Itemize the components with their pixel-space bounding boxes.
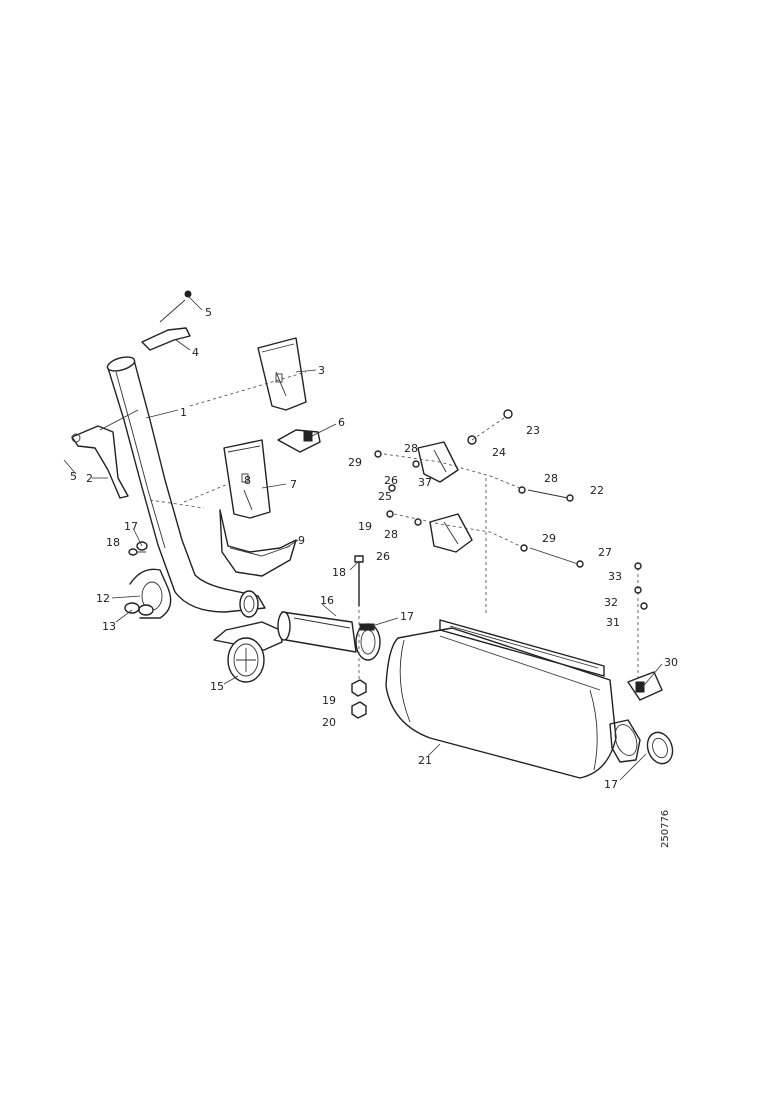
- bolt-part-18: [354, 555, 364, 607]
- callout-29c: 19: [358, 520, 372, 533]
- callout-29b: 29: [542, 532, 556, 545]
- callout-7: 7: [290, 478, 297, 491]
- callout-18a: 18: [106, 536, 120, 549]
- clamp-part-17-rear: [646, 731, 674, 765]
- callout-2: 2: [86, 472, 93, 485]
- bolt-part-18-left: [128, 548, 146, 556]
- callout-17a: 17: [124, 520, 138, 533]
- callout-19a: 19: [322, 694, 336, 707]
- callout-24: 24: [492, 446, 506, 459]
- bracket-part-4: [141, 290, 192, 351]
- callout-17b: 17: [400, 610, 414, 623]
- callout-13: 13: [102, 620, 116, 633]
- callout-28b: 28: [384, 528, 398, 541]
- heat-shield-part-3: [257, 337, 307, 411]
- callout-12: 12: [96, 592, 110, 605]
- bolt-part-27: [529, 547, 584, 568]
- callout-17c: 17: [604, 778, 618, 791]
- nut-part-25: [388, 484, 396, 492]
- callout-29a: 29: [348, 456, 362, 469]
- bracket-part-6: [277, 429, 321, 453]
- callout-21: 21: [418, 754, 432, 767]
- callout-37: 37: [418, 476, 432, 489]
- nut-part-19: [351, 679, 367, 697]
- callout-16: 16: [320, 594, 334, 607]
- callout-15: 15: [210, 680, 224, 693]
- callout-18b: 18: [332, 566, 346, 579]
- assembly-lines: [149, 371, 639, 682]
- washer-part-29: [374, 450, 528, 552]
- bolt-part-22: [527, 489, 574, 502]
- callout-1: 1: [180, 406, 187, 419]
- callout-4: 4: [192, 346, 199, 359]
- drawing-reference-number: 250776: [660, 810, 671, 848]
- callout-6: 6: [338, 416, 345, 429]
- callout-5: 5: [205, 306, 212, 319]
- silencer-part-21: [385, 627, 641, 779]
- callout-26b: 26: [376, 550, 390, 563]
- bolt-part-13: [124, 602, 154, 616]
- callout-25: 25: [378, 490, 392, 503]
- bracket-part-9: [219, 509, 297, 577]
- callout-22: 22: [590, 484, 604, 497]
- down-pipe-part-1: [106, 356, 266, 613]
- hanger-bracket-part-24: [417, 441, 459, 483]
- pipe-part-15: [213, 621, 283, 683]
- callout-3: 3: [318, 364, 325, 377]
- callout-28c: 28: [544, 472, 558, 485]
- callout-32: 32: [604, 596, 618, 609]
- callout-30: 30: [664, 656, 678, 669]
- pipe-part-16: [277, 611, 357, 653]
- callout-33: 33: [608, 570, 622, 583]
- callout-23: 23: [526, 424, 540, 437]
- leader-lines: [63, 295, 663, 781]
- callout-labels: 5 4 3 1 6 5 2 7 8 9 17 18 12 13 15 16 18…: [70, 306, 678, 791]
- washer-part-23: [503, 409, 513, 419]
- nut-part-20: [351, 701, 367, 719]
- callout-5b: 5: [70, 470, 77, 483]
- fasteners-part-31-33: [634, 562, 648, 610]
- callout-31: 31: [606, 616, 620, 629]
- silencer-mount-rail: [439, 619, 605, 677]
- washer-part-28: [412, 460, 526, 526]
- callout-26a: 26: [384, 474, 398, 487]
- callout-28a: 28: [404, 442, 418, 455]
- pipe-flange: [239, 590, 259, 618]
- callout-20: 20: [322, 716, 336, 729]
- bracket-part-2: [71, 409, 139, 499]
- callout-9: 9: [298, 534, 305, 547]
- callout-27: 27: [598, 546, 612, 559]
- callout-8: 8: [244, 474, 251, 487]
- clamp-part-17-middle: [355, 623, 381, 661]
- hanger-part-30: [627, 671, 663, 701]
- heat-shield-part-7: [223, 439, 271, 519]
- hanger-bracket-part-26: [429, 513, 473, 553]
